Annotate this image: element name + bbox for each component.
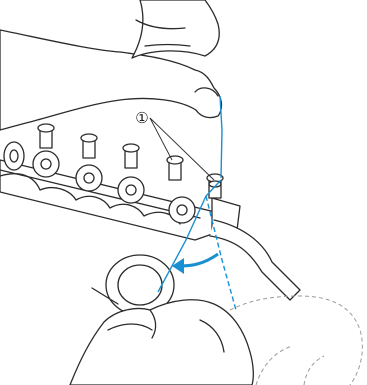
spool-pin-row bbox=[0, 124, 223, 240]
callout-marker-1: ① bbox=[133, 109, 151, 127]
spool-pin-icon bbox=[167, 156, 195, 223]
spool-pin-icon bbox=[76, 134, 102, 191]
thread-guide-icon bbox=[210, 198, 300, 300]
spool-pin-icon bbox=[118, 144, 144, 203]
curved-arrow-icon bbox=[172, 254, 218, 274]
spool-pin-icon bbox=[33, 124, 59, 177]
callout-leader bbox=[150, 118, 214, 180]
spool-pin-icon bbox=[4, 142, 24, 170]
upper-hand-icon bbox=[0, 0, 221, 130]
